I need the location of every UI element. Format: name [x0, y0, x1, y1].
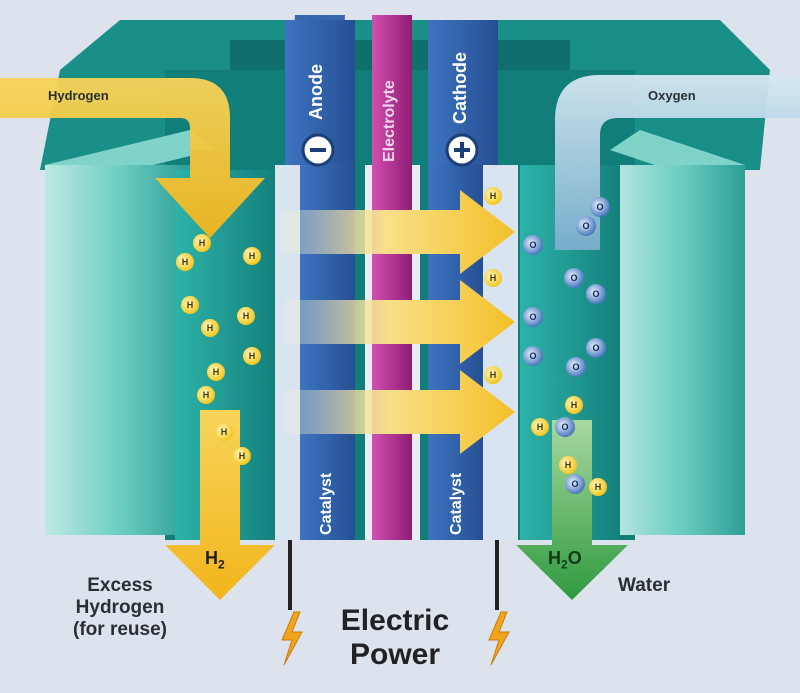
ion-flow-arrow-2 — [285, 280, 515, 364]
oxygen-particles — [523, 197, 610, 494]
left-block — [45, 165, 190, 535]
particle-label: O — [529, 312, 536, 322]
h2o-main-a: H — [548, 548, 561, 568]
particle-label: O — [572, 362, 579, 372]
particle-label: O — [592, 343, 599, 353]
particle-label: H — [203, 390, 210, 400]
water-outlet-arrow — [516, 420, 628, 600]
particle-label: H — [537, 422, 544, 432]
h2-sub: 2 — [218, 557, 225, 572]
particle-label: H — [199, 238, 206, 248]
particle-label: H — [571, 400, 578, 410]
ion-flow-arrow-3 — [285, 370, 515, 454]
particle-label: H — [221, 427, 228, 437]
power-line-1: Electric — [340, 604, 450, 637]
catalyst-right-label: Catalyst — [448, 472, 465, 535]
particle-label: H — [249, 351, 256, 361]
power-line-2: Power — [349, 638, 441, 671]
particle-label: H — [243, 311, 250, 321]
hydrogen-particles-anode — [176, 234, 261, 465]
ion-flow-arrow-1 — [280, 190, 515, 274]
particle-label: H — [595, 482, 602, 492]
electrolyte-label: Electrolyte — [381, 80, 398, 162]
excess-hydrogen-arrow — [165, 410, 275, 600]
cathode-label: Cathode — [450, 52, 470, 124]
lightning-bolt-icon — [488, 611, 510, 666]
particle-label: O — [571, 479, 578, 489]
excess-hydrogen-label: Excess Hydrogen (for reuse) — [60, 575, 180, 641]
lightning-bolt-icon — [281, 611, 303, 666]
excess-line-2: Hydrogen — [75, 597, 165, 618]
particle-label: H — [565, 460, 572, 470]
particle-label: O — [582, 221, 589, 231]
catalyst-left-label: Catalyst — [318, 472, 335, 535]
particle-label: O — [570, 273, 577, 283]
particle-label: H — [239, 451, 246, 461]
right-block — [610, 165, 745, 535]
excess-line-1: Excess — [87, 575, 153, 596]
hydrogen-particles-cathode — [484, 187, 607, 496]
h2o-sub: 2 — [561, 557, 568, 572]
particle-label: O — [561, 422, 568, 432]
h2o-main-b: O — [567, 548, 582, 568]
particle-label: H — [187, 300, 194, 310]
h2-main: H — [205, 548, 218, 568]
particle-label: O — [596, 202, 603, 212]
electric-power-label: Electric Power — [315, 604, 475, 672]
particle-label: O — [529, 351, 536, 361]
particle-label: H — [490, 273, 497, 283]
hydrogen-inlet-label: Hydrogen — [48, 88, 109, 103]
electrolyte-header — [372, 15, 412, 165]
excess-line-3: (for reuse) — [73, 619, 167, 640]
water-label: Water — [618, 575, 671, 596]
oxygen-inlet-label: Oxygen — [648, 88, 696, 103]
particle-label: O — [529, 240, 536, 250]
h2o-formula: H2O — [548, 548, 582, 572]
hydrogen-inlet-arrow — [0, 78, 265, 238]
particle-label: H — [490, 370, 497, 380]
anode-label: Anode — [306, 64, 326, 120]
particle-label: H — [249, 251, 256, 261]
particle-label: H — [490, 191, 497, 201]
particle-label: H — [182, 257, 189, 267]
h2-formula: H2 — [205, 548, 225, 572]
particle-label: O — [592, 289, 599, 299]
particle-label: H — [213, 367, 220, 377]
particle-label: H — [207, 323, 214, 333]
